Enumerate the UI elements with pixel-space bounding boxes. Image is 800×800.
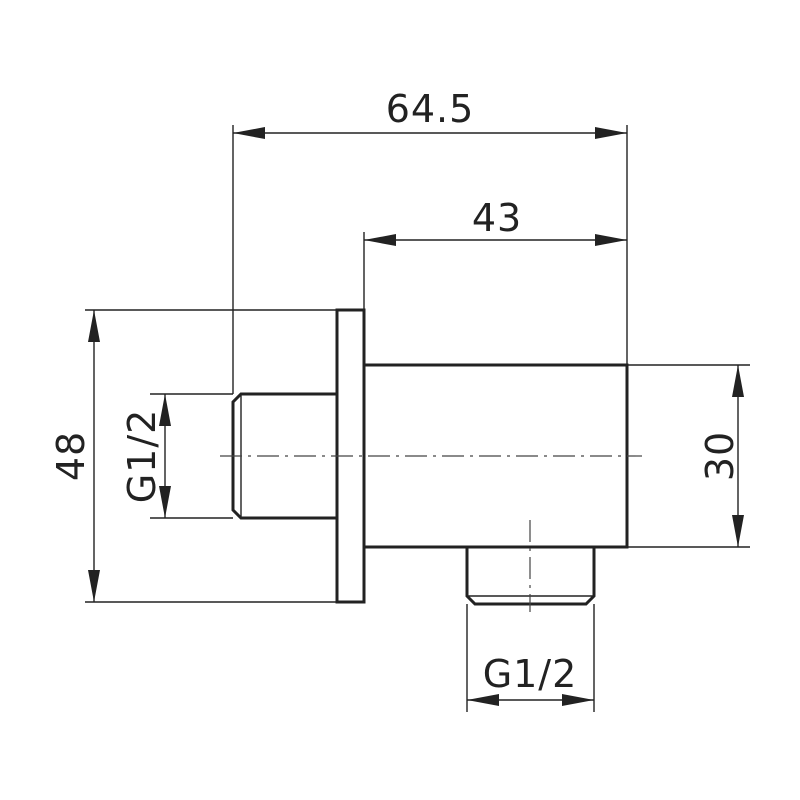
label-body-height: 30 bbox=[698, 431, 742, 481]
arrow-overall-left bbox=[233, 127, 265, 139]
arrow-overall-right bbox=[595, 127, 627, 139]
label-body-length: 43 bbox=[472, 196, 522, 240]
arrow-outlet-right bbox=[562, 694, 594, 706]
arrow-inlet-top bbox=[159, 394, 171, 426]
arrow-body-height-bottom bbox=[732, 515, 744, 547]
arrow-body-height-top bbox=[732, 365, 744, 397]
extension-lines bbox=[85, 125, 750, 712]
arrow-flange-bottom bbox=[88, 570, 100, 602]
label-flange-height: 48 bbox=[49, 431, 93, 481]
arrow-body-right bbox=[595, 234, 627, 246]
arrow-body-left bbox=[364, 234, 396, 246]
center-lines bbox=[220, 455, 642, 612]
arrow-flange-top bbox=[88, 310, 100, 342]
part-outline bbox=[231, 308, 629, 606]
arrow-outlet-left bbox=[467, 694, 499, 706]
arrow-inlet-bottom bbox=[159, 486, 171, 518]
label-outlet-thread: G1/2 bbox=[483, 652, 578, 696]
label-overall-length: 64.5 bbox=[386, 87, 475, 131]
label-inlet-thread: G1/2 bbox=[120, 409, 164, 504]
dimension-lines bbox=[88, 127, 744, 706]
dimension-labels: 64.5 43 48 G1/2 30 G1/2 bbox=[49, 87, 742, 696]
